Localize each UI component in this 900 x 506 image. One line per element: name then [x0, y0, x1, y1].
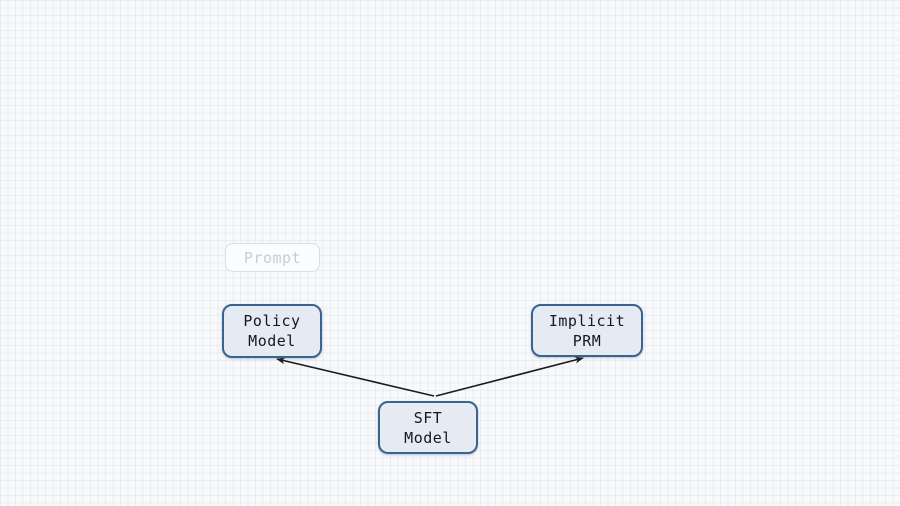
node-label: Prompt: [243, 248, 302, 267]
node-label: SFT Model: [404, 408, 452, 447]
node-label: Implicit PRM: [548, 311, 626, 350]
node-policy-model[interactable]: Policy Model: [222, 304, 322, 358]
node-sft-model[interactable]: SFT Model: [378, 401, 478, 454]
node-prompt[interactable]: Prompt: [225, 243, 320, 272]
node-implicit-prm[interactable]: Implicit PRM: [531, 304, 643, 357]
edge-sft-to-policy-model[interactable]: [276, 357, 435, 397]
edge-sft-to-implicit-prm[interactable]: [435, 356, 584, 397]
node-label: Policy Model: [243, 312, 301, 350]
